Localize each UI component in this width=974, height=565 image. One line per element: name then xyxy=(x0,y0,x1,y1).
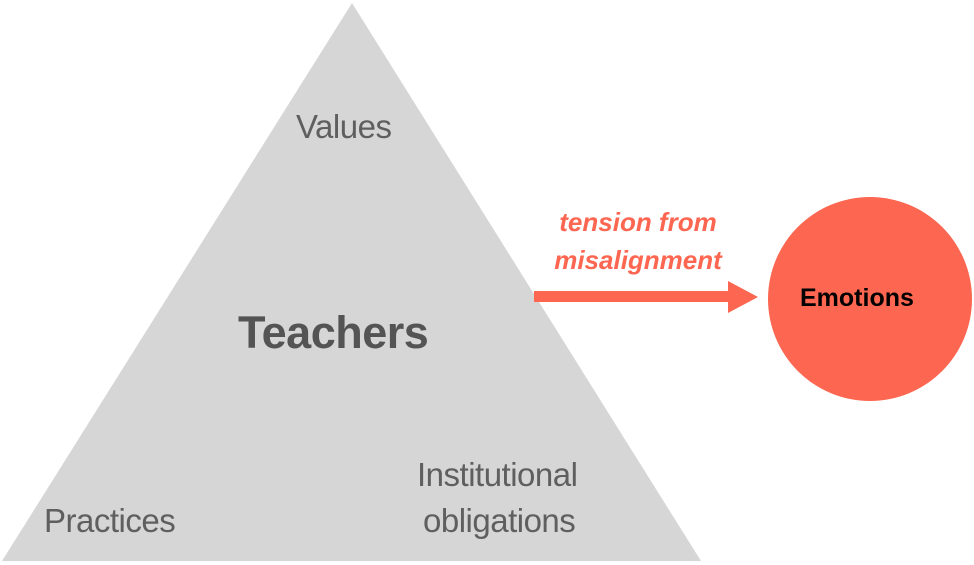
teachers-label: Teachers xyxy=(238,307,429,358)
tension-label-line2: misalignment xyxy=(554,245,722,275)
emotions-label: Emotions xyxy=(800,284,914,312)
practices-label: Practices xyxy=(44,502,176,539)
obligations-label: obligations xyxy=(423,502,576,539)
teachers-triangle xyxy=(2,3,701,561)
values-label: Values xyxy=(296,108,392,145)
arrow-head-icon xyxy=(728,281,758,313)
arrow-shaft xyxy=(534,291,734,302)
emotions-circle xyxy=(768,197,972,401)
tension-label-line1: tension from xyxy=(559,207,717,237)
institutional-label: Institutional xyxy=(417,456,578,493)
tension-label: tension from misalignment xyxy=(538,203,738,279)
